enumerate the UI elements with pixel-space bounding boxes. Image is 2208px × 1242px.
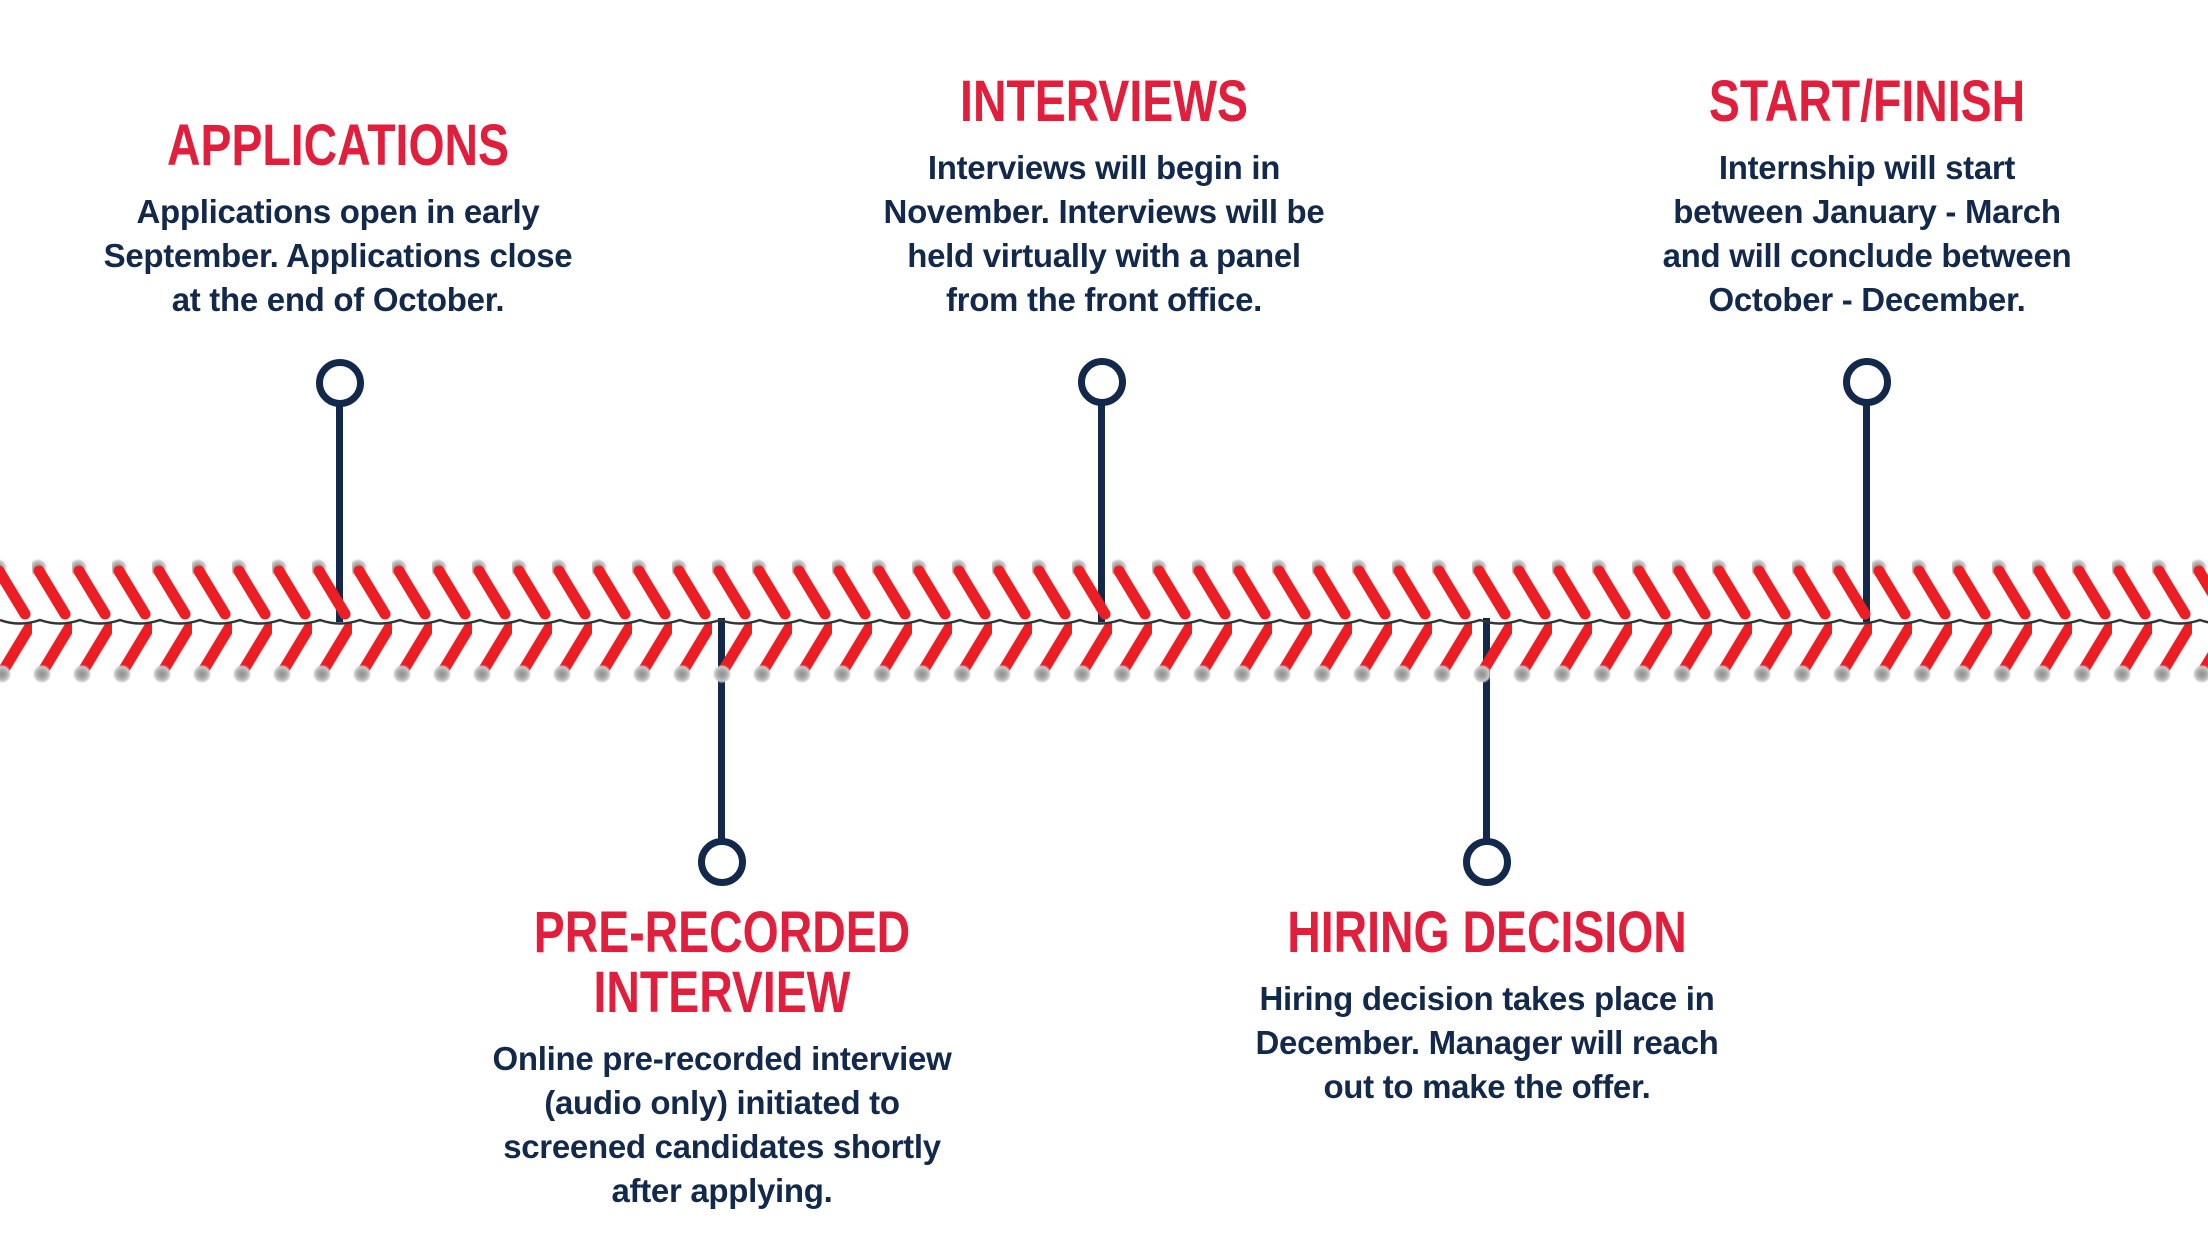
milestone-description: Interviews will begin in November. Inter… — [824, 146, 1384, 322]
description-line: Online pre-recorded interview — [492, 1040, 952, 1077]
description-line: Hiring decision takes place in — [1259, 980, 1715, 1017]
baseball-stitch-timeline-axis — [0, 552, 2208, 692]
milestone-title: PRE-RECORDED INTERVIEW — [498, 903, 946, 1023]
connector-line-hiring-decision — [1483, 618, 1490, 840]
timeline-node-hiring-decision — [1463, 838, 1511, 886]
description-line: held virtually with a panel — [907, 237, 1301, 274]
milestone-title-line: INTERVIEWS — [960, 69, 1248, 134]
description-line: at the end of October. — [171, 281, 505, 318]
connector-line-interviews — [1098, 404, 1105, 622]
milestone-description: Internship will start between January - … — [1587, 146, 2147, 322]
timeline-node-interviews — [1078, 358, 1126, 406]
connector-line-pre-recorded-interview — [718, 618, 725, 840]
milestone-title: APPLICATIONS — [114, 116, 562, 176]
milestone-pre-recorded-interview: PRE-RECORDED INTERVIEW Online pre-record… — [442, 903, 1002, 1213]
milestone-title-line: APPLICATIONS — [167, 113, 509, 178]
description-line: out to make the offer. — [1323, 1068, 1651, 1105]
timeline-node-pre-recorded-interview — [698, 838, 746, 886]
description-line: September. Applications close — [103, 237, 573, 274]
description-line: October - December. — [1708, 281, 2026, 318]
connector-line-applications — [336, 404, 343, 622]
milestone-title-line: START/FINISH — [1708, 69, 2026, 134]
description-line: (audio only) initiated to — [544, 1084, 900, 1121]
milestone-title: INTERVIEWS — [880, 72, 1328, 132]
seam-thread-line — [0, 618, 2208, 625]
description-line: after applying. — [611, 1172, 833, 1209]
milestone-start-finish: START/FINISH Internship will start betwe… — [1587, 72, 2147, 322]
milestone-title-line: HIRING DECISION — [1287, 900, 1687, 965]
description-line: Applications open in early — [136, 193, 540, 230]
milestone-description: Online pre-recorded interview (audio onl… — [442, 1037, 1002, 1213]
timeline-node-start-finish — [1843, 358, 1891, 406]
description-line: and will conclude between — [1662, 237, 2072, 274]
connector-line-start-finish — [1863, 404, 1870, 622]
description-line: Internship will start — [1718, 149, 2016, 186]
milestone-description: Applications open in early September. Ap… — [58, 190, 618, 322]
milestone-title: HIRING DECISION — [1263, 903, 1711, 963]
description-line: December. Manager will reach — [1255, 1024, 1719, 1061]
milestone-description: Hiring decision takes place in December.… — [1207, 977, 1767, 1109]
milestone-interviews: INTERVIEWS Interviews will begin in Nove… — [824, 72, 1384, 322]
milestone-title: START/FINISH — [1643, 72, 2091, 132]
milestone-title-line: PRE-RECORDED — [533, 900, 911, 965]
description-line: Interviews will begin in — [927, 149, 1281, 186]
description-line: from the front office. — [945, 281, 1263, 318]
description-line: screened candidates shortly — [503, 1128, 941, 1165]
description-line: November. Interviews will be — [883, 193, 1325, 230]
milestone-title-line: INTERVIEW — [593, 960, 851, 1025]
milestone-hiring-decision: HIRING DECISION Hiring decision takes pl… — [1207, 903, 1767, 1109]
description-line: between January - March — [1673, 193, 2061, 230]
timeline-node-applications — [316, 359, 364, 407]
milestone-applications: APPLICATIONS Applications open in early … — [58, 116, 618, 322]
